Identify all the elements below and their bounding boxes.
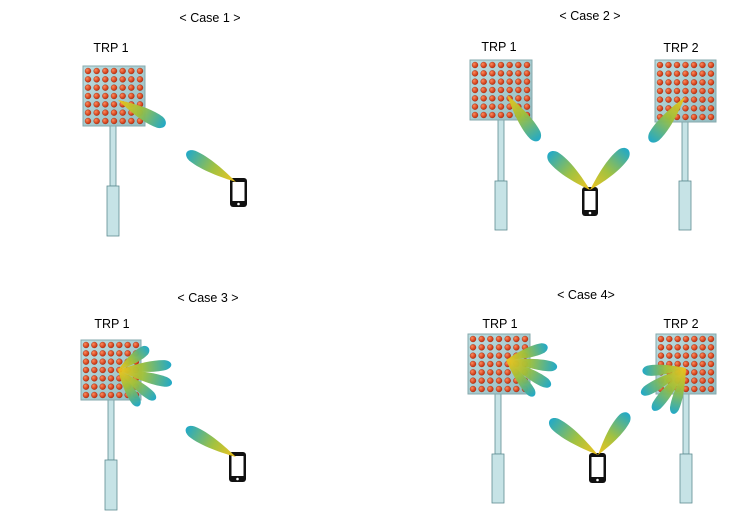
case-3-ue-beam-lobe-icon [185,425,236,457]
case-1-trp-1-antenna-panel-icon [82,65,146,127]
case-4-trp-1-beam-4-lobe-icon [506,360,536,397]
case-4-trp-2-beam-3-lobe-icon [651,368,686,411]
case-1-title: < Case 1 > [179,11,240,25]
case-3-trp-beam-1-lobe-icon [118,345,150,370]
case-3-trp-beam-4-lobe-icon [118,370,157,401]
case-2-trp-1-pole-icon [494,119,508,231]
case-2-trp-2-antenna-panel-icon [654,59,717,123]
case-3-phone-icon [229,452,246,482]
case-4-ue-beam-right-lobe-icon [598,412,631,455]
case-4-ue-beam-left-lobe-icon [549,418,598,455]
case-4-trp-2-pole-icon [679,393,693,504]
case-3-trp-beam-5-lobe-icon [118,370,141,407]
case-4-trp-2-label: TRP 2 [663,317,698,331]
case-2-trp-2-label: TRP 2 [663,41,698,55]
case-4-trp-1-beam-2-lobe-icon [506,358,558,372]
case-3-trp-beam-3-lobe-icon [118,370,172,387]
case-3-trp-1-label: TRP 1 [94,317,129,331]
case-2-ue-beam-right-lobe-icon [590,147,630,190]
case-3-trp-beam-2-lobe-icon [118,360,172,372]
case-1-trp-1-label: TRP 1 [93,41,128,55]
case-2-trp-1-label: TRP 1 [481,40,516,54]
case-4-phone-icon [589,453,606,483]
case-4-trp-1-beam-1-lobe-icon [506,343,548,360]
case-1-phone-icon [230,178,247,207]
case-2-trp-2-pole-icon [678,121,692,231]
case-2-ue-beam-left-lobe-icon [547,150,590,190]
case-4-trp-1-label: TRP 1 [482,317,517,331]
case-2-trp-1-beam-lobe-icon [507,95,542,142]
case-4-title: < Case 4> [557,288,615,302]
case-1-trp-1-pole-icon [106,125,120,237]
case-4-trp-2-beam-1-lobe-icon [642,364,686,376]
case-1-trp-beam-lobe-icon [118,100,166,129]
case-2-phone-icon [582,187,598,216]
case-3-title: < Case 3 > [177,291,238,305]
case-3-trp-1-pole-icon [104,399,118,511]
case-4-trp-1-beam-3-lobe-icon [506,360,552,388]
case-2-trp-2-beam-lobe-icon [648,97,685,143]
case-1-ue-beam-lobe-icon [186,150,236,182]
case-4-trp-2-beam-2-lobe-icon [640,368,686,396]
case-2-title: < Case 2 > [559,9,620,23]
case-4-trp-2-beam-4-lobe-icon [669,368,686,414]
case-4-trp-1-pole-icon [491,393,505,504]
